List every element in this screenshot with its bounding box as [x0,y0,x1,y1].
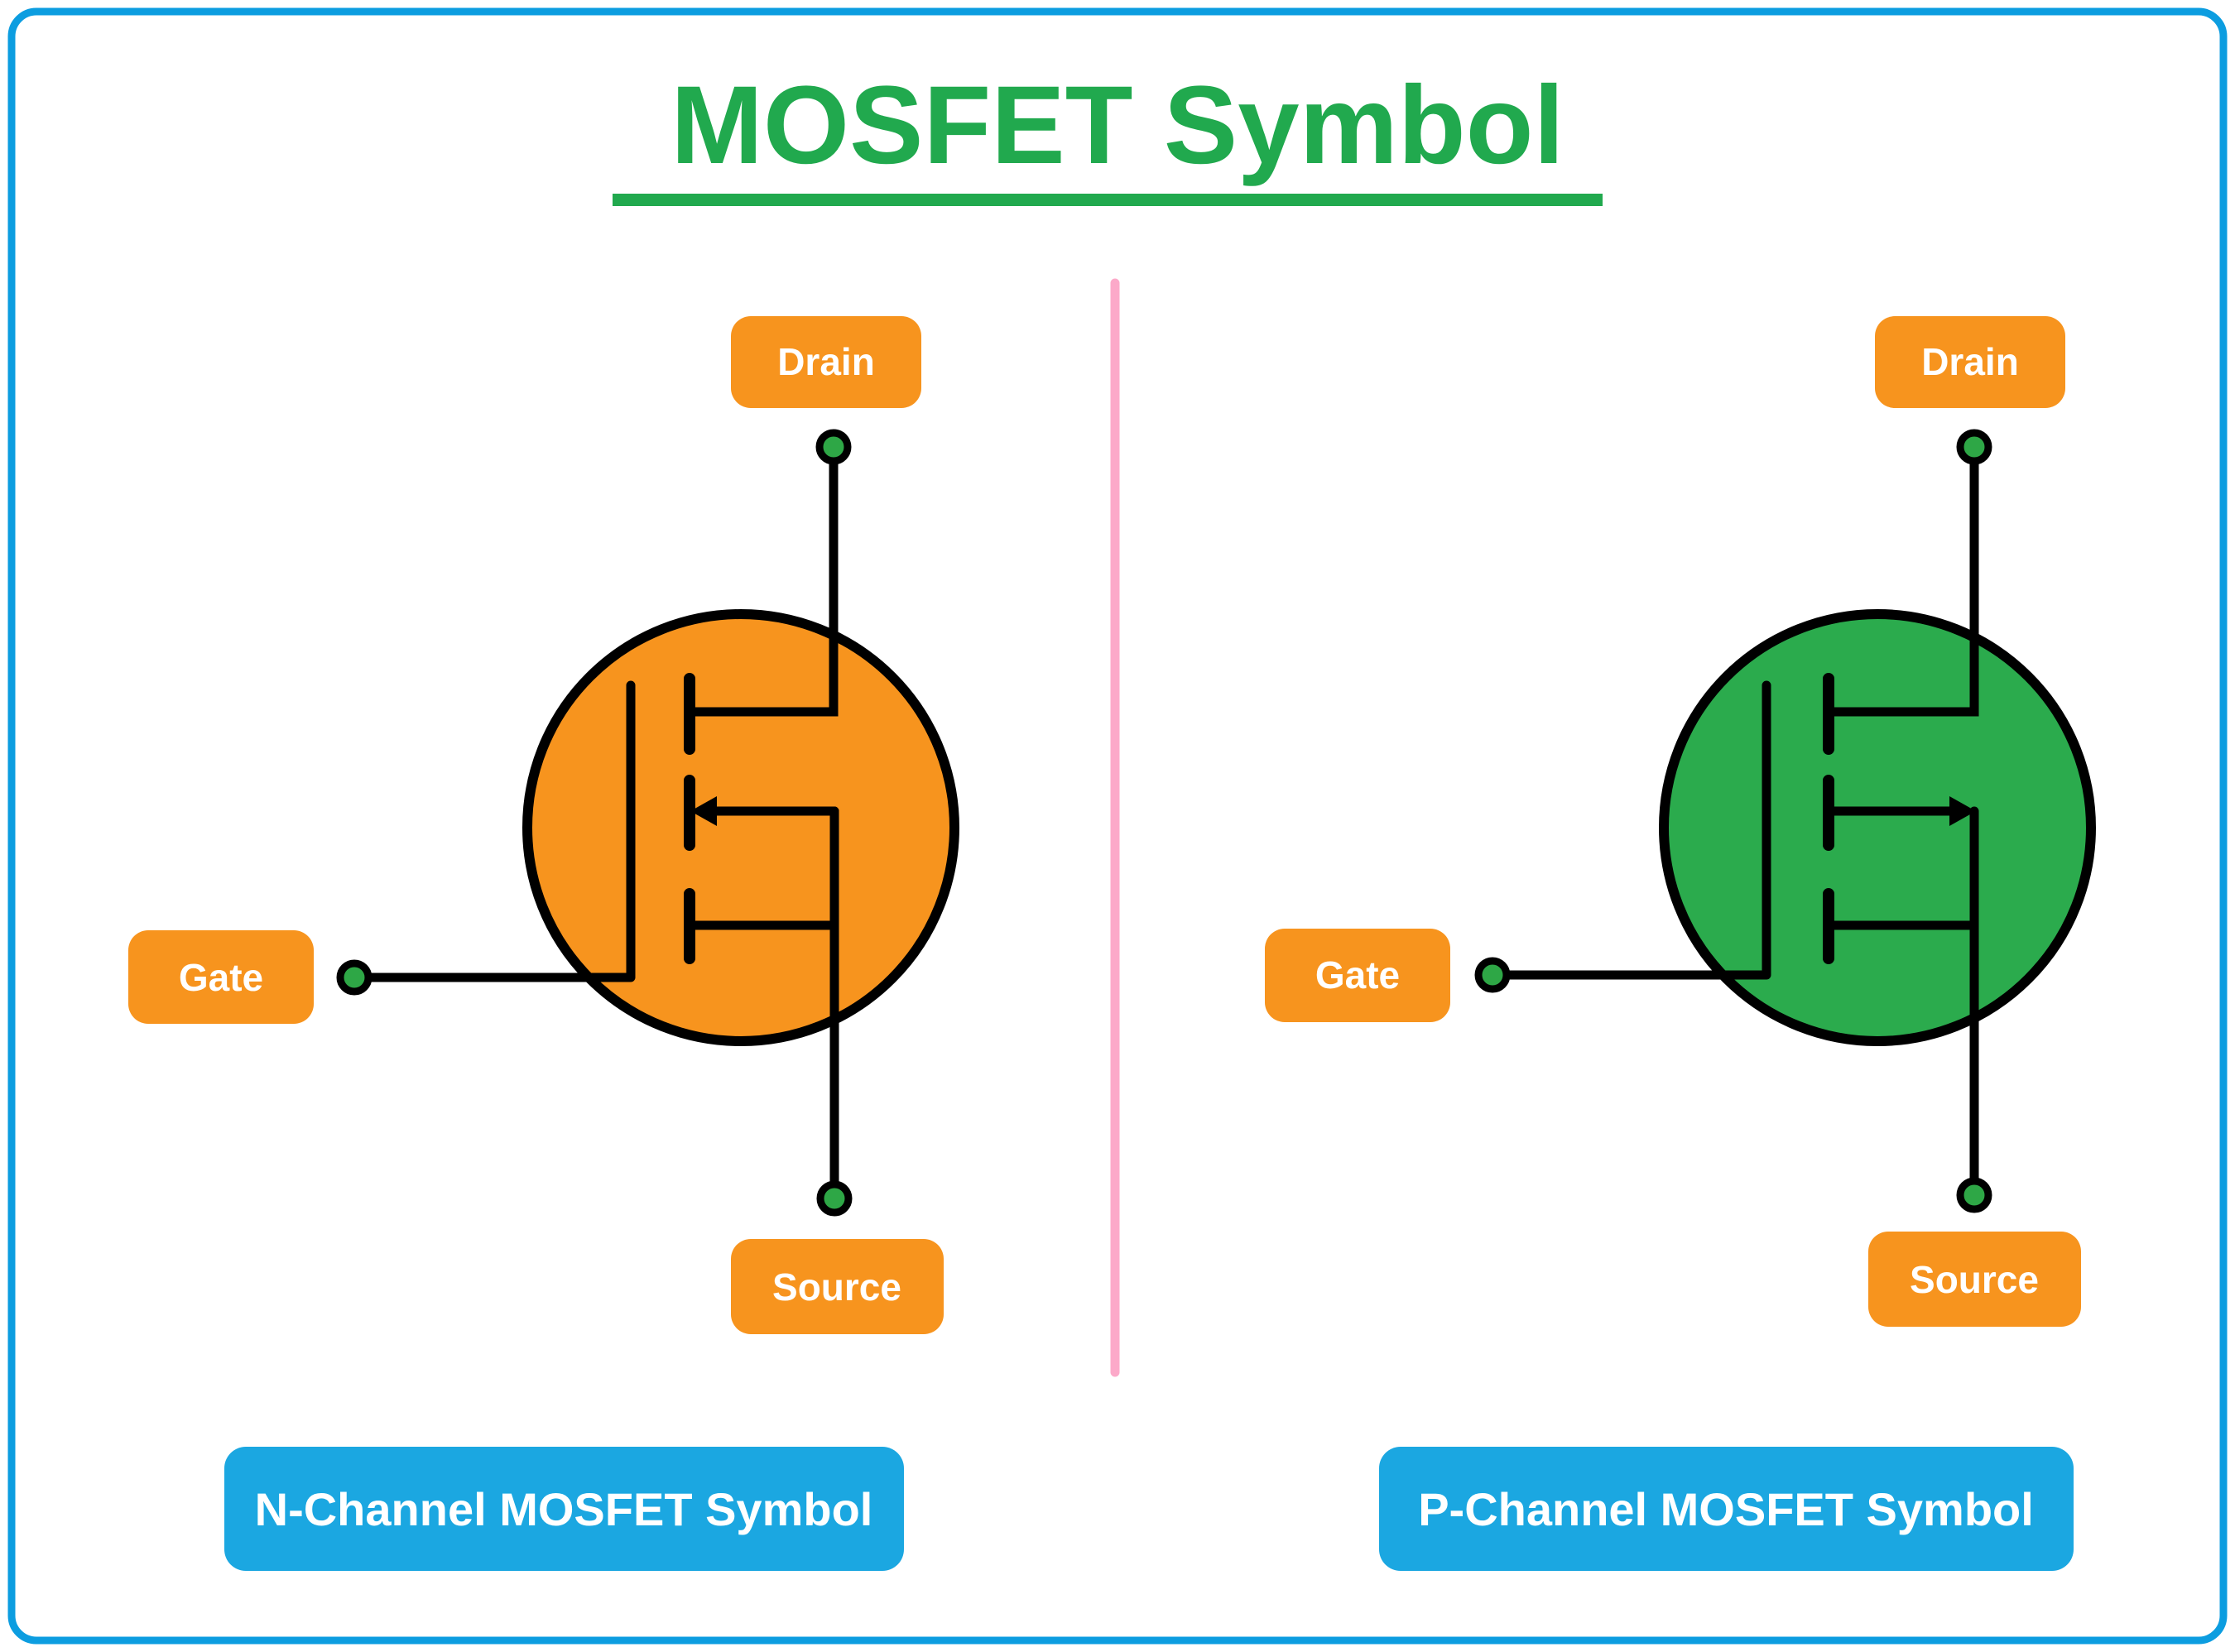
p-gate-label-box [1265,929,1450,1022]
n-drain-label: Drain [777,340,875,383]
p-gate-wire [1504,680,1771,980]
p-source-terminal-dot [1956,1177,1992,1213]
n-gate-terminal-dot [336,959,372,996]
p-drain-terminal-dot [1956,429,1992,465]
page-border [7,7,2228,1645]
n-gate-wire [366,680,636,982]
n-gate-label: Gate [179,956,263,999]
n-caption-box [224,1447,904,1571]
page-title: MOSFET Symbol [670,64,1564,187]
p-gate-label: Gate [1315,953,1400,996]
n-channel-mosfet: Drain Gate Source N-Channel MOSFET Symbo… [128,316,959,1571]
n-source-wire [685,806,839,1197]
n-source-label-box [731,1239,944,1334]
n-drain-terminal-dot [815,429,852,465]
n-source-label: Source [772,1265,901,1309]
n-drain-wire [685,449,839,717]
n-source-terminal-dot [816,1180,853,1217]
n-body-arrow-left-icon [690,796,717,826]
title-underline [613,194,1603,206]
p-drain-label-box [1875,316,2065,408]
p-gate-terminal-dot [1474,957,1511,993]
p-channel-mosfet: Drain Gate Source P-Channel MOSFET Symbo… [1265,316,2096,1571]
p-body-arrow-right-icon [1949,796,1976,826]
p-drain-label: Drain [1921,340,2019,383]
p-caption: P-Channel MOSFET Symbol [1418,1483,2034,1535]
p-source-label-box [1868,1232,2081,1327]
n-caption: N-Channel MOSFET Symbol [255,1483,873,1535]
p-source-label: Source [1910,1258,2039,1301]
p-caption-box [1379,1447,2074,1571]
n-drain-label-box [731,316,921,408]
p-drain-wire [1824,449,1979,717]
p-source-wire [1824,806,1979,1193]
n-gate-label-box [128,930,314,1024]
